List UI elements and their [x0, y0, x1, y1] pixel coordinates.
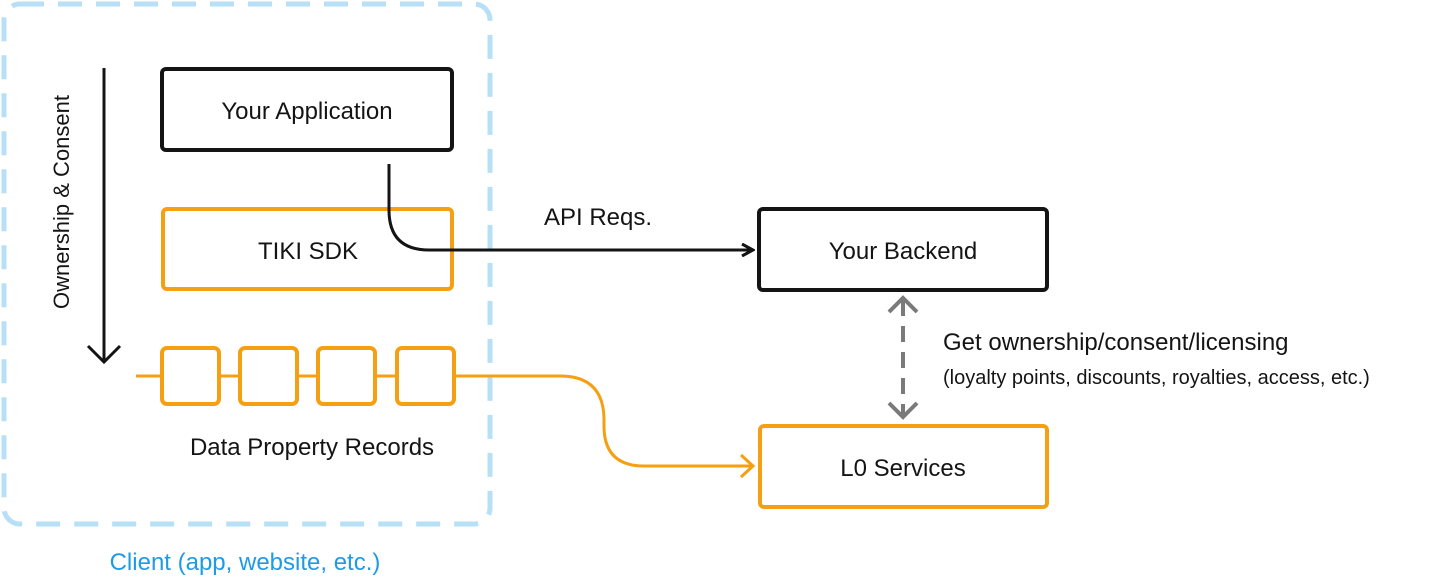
client-label: Client (app, website, etc.): [110, 549, 381, 576]
your-backend-node: [757, 207, 1049, 292]
api-requests-label: API Reqs.: [544, 204, 652, 231]
tiki-sdk-label: TIKI SDK: [258, 238, 358, 265]
l0-services-node: [758, 424, 1049, 509]
your-application-node: [160, 67, 454, 152]
your-application-label: Your Application: [221, 98, 392, 125]
ownership-consent-label: Ownership & Consent: [49, 95, 74, 309]
data-record: [395, 346, 456, 406]
your-backend-label: Your Backend: [829, 238, 978, 265]
data-property-records-chain: [136, 346, 456, 406]
backend-l0-dashed-connector: [887, 295, 919, 420]
data-record: [316, 346, 377, 406]
data-record: [160, 346, 221, 406]
l0-services-label: L0 Services: [840, 455, 965, 482]
data-record: [238, 346, 299, 406]
records-to-l0-arrowhead: [739, 453, 756, 479]
get-ownership-label: Get ownership/consent/licensing: [943, 329, 1289, 356]
data-property-records-label: Data Property Records: [190, 434, 434, 461]
records-to-l0-connector: [455, 374, 752, 468]
get-ownership-detail-label: (loyalty points, discounts, royalties, a…: [943, 367, 1370, 389]
client-boundary: [1, 1, 493, 527]
api-requests-connector: [387, 164, 752, 250]
ownership-consent-arrow: [86, 68, 122, 365]
